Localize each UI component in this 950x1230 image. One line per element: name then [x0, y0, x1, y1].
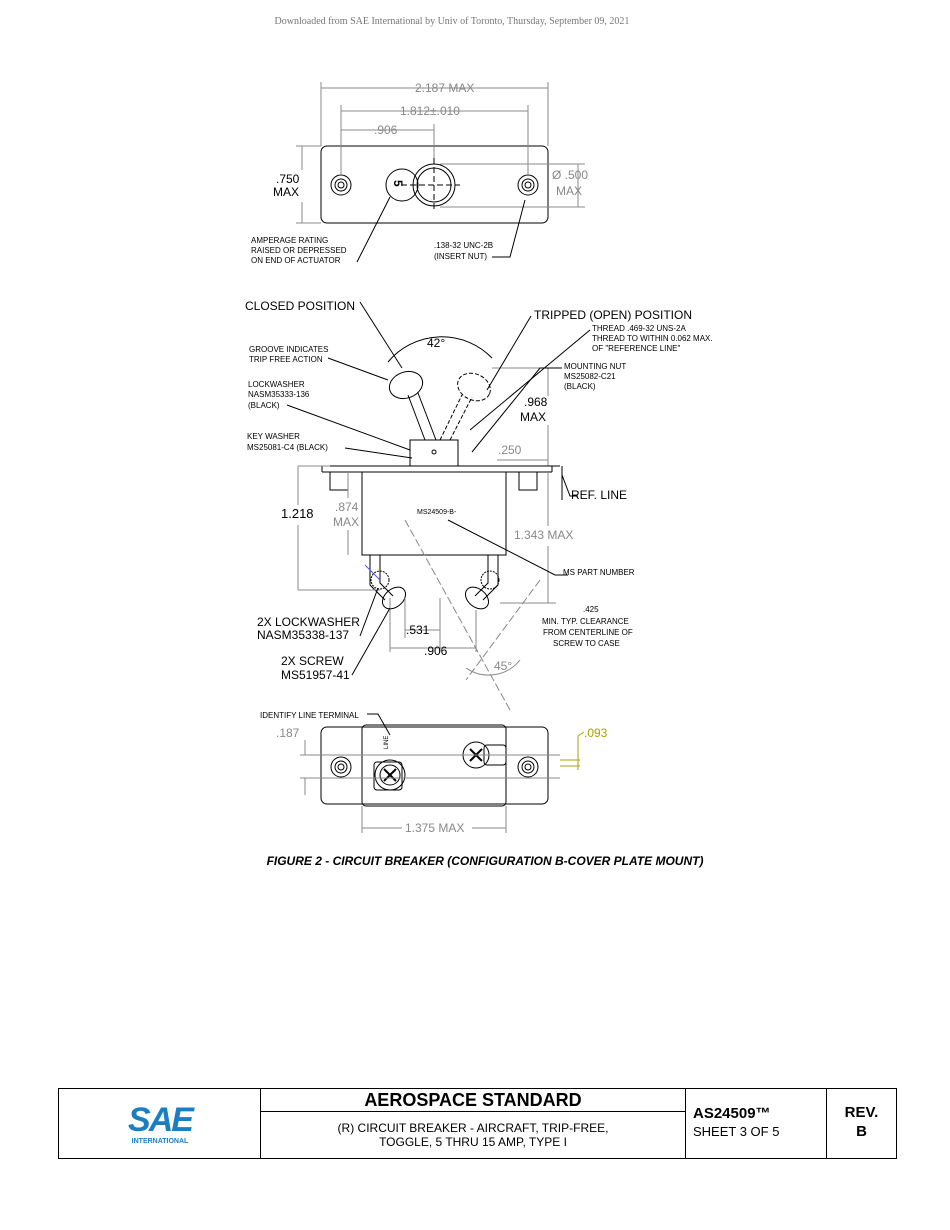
angle-45: 45°: [494, 659, 512, 673]
clearance-note-2: MIN. TYP. CLEARANCE: [542, 617, 629, 626]
dim-250: .250: [498, 443, 522, 457]
sae-logo: SAE INTERNATIONAL: [59, 1089, 261, 1158]
bushing-nut: [409, 439, 459, 467]
dim-1343: 1.343 MAX: [514, 528, 573, 542]
screw-2x-2: MS51957-41: [281, 668, 350, 682]
mount-hole-right: [517, 174, 539, 196]
dim-906: .906: [424, 644, 448, 658]
screw-head-right: [518, 471, 538, 491]
toggle-tripped: [457, 372, 491, 402]
note-amperage-2: RAISED OR DEPRESSED: [251, 246, 347, 255]
screw-head-left: [329, 471, 349, 491]
note-thread-1: .138-32 UNC-2B: [434, 241, 493, 250]
lockwasher-2x-2: NASM35338-137: [257, 628, 349, 642]
dim-overall-width: 2.187 MAX: [415, 81, 474, 95]
dim-187: .187: [276, 726, 300, 740]
mounting-nut-1: MOUNTING NUT: [564, 362, 626, 371]
groove-note-2: TRIP FREE ACTION: [249, 355, 323, 364]
angle-arc-42: [387, 336, 493, 363]
angle-42: 42°: [427, 336, 445, 350]
lockwasher-note-1: LOCKWASHER: [248, 380, 305, 389]
dim-531: .531: [406, 623, 430, 637]
top-view: [296, 82, 585, 263]
note-amperage-1: AMPERAGE RATING: [251, 236, 328, 245]
note-thread-2: (INSERT NUT): [434, 252, 487, 261]
terminal-left: [369, 555, 386, 601]
terminal-screw-left: [370, 570, 390, 590]
bottom-view-case: [361, 724, 507, 807]
rev-label: REV.: [844, 1104, 879, 1121]
sheet-number: SHEET 3 OF 5: [693, 1124, 780, 1139]
line-mark: LINE: [384, 736, 390, 749]
dim-hole-to-center: .906: [374, 123, 398, 137]
dim-874-max: MAX: [333, 515, 359, 529]
bottom-view: [300, 713, 585, 833]
logo-main-text: SAE: [128, 1101, 195, 1139]
clearance-note-3: FROM CENTERLINE OF: [543, 628, 633, 637]
bottom-view-plate: [320, 726, 549, 805]
document-description: (R) CIRCUIT BREAKER - AIRCRAFT, TRIP-FRE…: [261, 1112, 686, 1158]
label-closed-position: CLOSED POSITION: [245, 299, 355, 313]
dim-diameter-500: Ø .500: [552, 168, 588, 182]
figure-caption: FIGURE 2 - CIRCUIT BREAKER (CONFIGURATIO…: [266, 854, 704, 868]
description-line-2: TOGGLE, 5 THRU 15 AMP, TYPE I: [379, 1135, 567, 1149]
rev-value: B: [856, 1123, 867, 1140]
mount-hole-left: [330, 174, 352, 196]
lockwasher-2x-1: 2X LOCKWASHER: [257, 615, 360, 629]
document-title: AEROSPACE STANDARD: [261, 1089, 686, 1112]
dim-1218: 1.218: [281, 506, 314, 521]
label-tripped-position: TRIPPED (OPEN) POSITION: [534, 308, 692, 322]
terminal-right: [482, 555, 499, 601]
note-amperage-3: ON END OF ACTUATOR: [251, 256, 341, 265]
groove-note-1: GROOVE INDICATES: [249, 345, 328, 354]
clearance-note-4: SCREW TO CASE: [553, 639, 620, 648]
dim-height-750: .750: [276, 172, 300, 186]
download-note: Downloaded from SAE International by Uni…: [274, 16, 630, 27]
side-view: [286, 301, 591, 711]
lockwasher-note-2: NASM35333-136: [248, 390, 310, 399]
dim-height-max: MAX: [273, 185, 299, 199]
document-number: AS24509™: [693, 1105, 771, 1122]
dim-1375: 1.375 MAX: [405, 821, 464, 835]
toggle-closed: [388, 370, 424, 400]
actuator-end: [385, 168, 419, 202]
key-washer-2: MS25081-C4 (BLACK): [247, 443, 328, 452]
part-marking: MS24509-B-: [417, 509, 457, 516]
terminal-screw-right: [480, 570, 500, 590]
dim-968-max: MAX: [520, 410, 546, 424]
document-number-cell: AS24509™ SHEET 3 OF 5: [686, 1089, 827, 1158]
screw-2x-1: 2X SCREW: [281, 654, 344, 668]
ref-line: REF. LINE: [571, 488, 627, 502]
title-block: SAE INTERNATIONAL AEROSPACE STANDARD (R)…: [58, 1088, 897, 1159]
logo-sub-text: INTERNATIONAL: [131, 1138, 188, 1145]
dim-hole-spacing: 1.812±.010: [400, 104, 460, 118]
thread-note-2: THREAD TO WITHIN 0.062 MAX.: [592, 334, 713, 343]
revision-cell: REV. B: [827, 1089, 896, 1158]
clearance-note-1: .425: [583, 605, 599, 614]
lockwasher-note-3: (BLACK): [248, 401, 280, 410]
thread-note-1: THREAD .469-32 UNS-2A: [592, 324, 686, 333]
thread-note-3: OF "REFERENCE LINE": [592, 344, 681, 353]
breaker-case: [361, 471, 507, 556]
mounting-nut-3: (BLACK): [564, 382, 596, 391]
dim-968: .968: [524, 395, 548, 409]
key-washer-1: KEY WASHER: [247, 432, 300, 441]
actuator-digit: 5: [391, 180, 405, 187]
mounting-nut-2: MS25082-C21: [564, 372, 616, 381]
dim-diameter-max: MAX: [556, 184, 582, 198]
dim-093: .093: [584, 726, 608, 740]
dim-874: .874: [335, 500, 359, 514]
identify-line-terminal: IDENTIFY LINE TERMINAL: [260, 711, 359, 720]
ms-part-number: MS PART NUMBER: [563, 568, 635, 577]
description-line-1: (R) CIRCUIT BREAKER - AIRCRAFT, TRIP-FRE…: [337, 1121, 609, 1135]
